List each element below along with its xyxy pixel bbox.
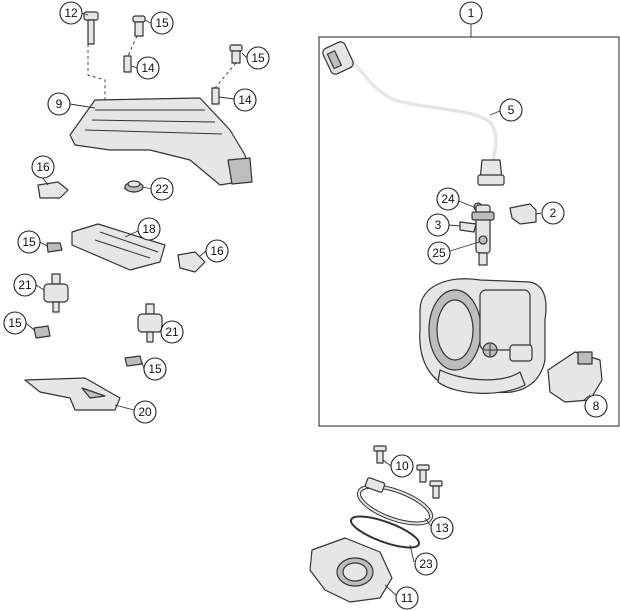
callout-14-right: 14 (233, 88, 257, 112)
callout-12-label: 12 (64, 6, 78, 20)
dashed-line-12 (87, 44, 106, 100)
callout-3-label: 3 (435, 218, 442, 232)
callout-8: 8 (584, 394, 608, 418)
screws-10 (373, 445, 443, 499)
leader-lines (25, 12, 591, 597)
callout-25-label: 25 (432, 246, 446, 260)
bracket-2 (509, 203, 537, 225)
callout-1-label: 1 (468, 6, 475, 20)
damper-21-right (137, 303, 163, 343)
intake-flange-11 (309, 537, 393, 603)
callout-9: 9 (47, 92, 71, 116)
callout-9-label: 9 (56, 97, 63, 111)
nut-15-left-lower (33, 325, 51, 339)
nut-15-left-upper (46, 242, 63, 253)
callout-21-right: 21 (160, 320, 184, 344)
callout-14-top-label: 14 (141, 61, 155, 75)
callout-15-right: 15 (246, 46, 270, 70)
screw-12 (83, 11, 99, 45)
callout-14-right-label: 14 (238, 93, 252, 107)
callout-18: 18 (137, 217, 161, 241)
callout-11: 11 (395, 586, 419, 610)
fuel-hose (322, 41, 505, 186)
fuel-injector (459, 202, 495, 266)
callout-23: 23 (414, 552, 438, 576)
callout-2-label: 2 (550, 206, 557, 220)
callout-3: 3 (426, 213, 450, 237)
callout-15-left-lower: 15 (3, 311, 27, 335)
callout-16-right-label: 16 (210, 244, 224, 258)
assembly-frame (318, 36, 620, 427)
nut-15-center (124, 355, 143, 367)
grommet-22 (124, 180, 144, 193)
screw-15-right (229, 44, 243, 64)
callout-22: 22 (150, 177, 174, 201)
throttle-body (419, 278, 547, 394)
callout-1: 1 (459, 1, 483, 25)
callout-12: 12 (59, 1, 83, 25)
callout-15-left-upper-label: 15 (22, 235, 36, 249)
callout-21-left-label: 21 (18, 278, 32, 292)
callout-8-label: 8 (593, 399, 600, 413)
callout-22-label: 22 (155, 182, 169, 196)
spacer-14-b (211, 87, 220, 105)
airbox-cover-9 (69, 97, 253, 186)
callout-16-left: 16 (31, 155, 55, 179)
callout-16-right: 16 (205, 239, 229, 263)
callout-16-left-label: 16 (36, 160, 50, 174)
sensor-8 (547, 351, 603, 403)
callout-15-center-label: 15 (148, 362, 162, 376)
callout-20-label: 20 (138, 405, 152, 419)
clip-16-left (37, 181, 69, 199)
callout-2: 2 (541, 201, 565, 225)
callout-15-center: 15 (143, 357, 167, 381)
callout-15-left-lower-label: 15 (8, 316, 22, 330)
damper-21-left (43, 273, 69, 313)
callout-15-left-upper: 15 (17, 230, 41, 254)
callout-24-label: 24 (441, 192, 455, 206)
callout-14-top: 14 (136, 56, 160, 80)
ecu-18 (71, 223, 166, 271)
clamp-13 (356, 477, 434, 526)
dashed-line-15 (127, 35, 138, 57)
callout-5: 5 (499, 98, 523, 122)
callout-18-label: 18 (142, 222, 156, 236)
screw-15-top (132, 15, 146, 37)
callout-13-label: 13 (435, 521, 449, 535)
spacer-14-a (123, 55, 132, 73)
holder-20 (24, 377, 121, 411)
callout-13: 13 (430, 516, 454, 540)
callout-20: 20 (133, 400, 157, 424)
clip-16-right (177, 251, 206, 273)
callout-21-right-label: 21 (165, 325, 179, 339)
callout-15-top: 15 (150, 11, 174, 35)
dashed-line-15-right (214, 62, 237, 89)
callout-5-label: 5 (508, 103, 515, 117)
callout-23-label: 23 (419, 557, 433, 571)
callout-15-right-label: 15 (251, 51, 265, 65)
callout-10-label: 10 (395, 459, 409, 473)
callout-24: 24 (436, 187, 460, 211)
callout-15-top-label: 15 (155, 16, 169, 30)
callout-25: 25 (427, 241, 451, 265)
callout-10: 10 (390, 454, 414, 478)
callout-21-left: 21 (13, 273, 37, 297)
callout-11-label: 11 (401, 591, 414, 605)
o-ring-23 (349, 515, 421, 549)
